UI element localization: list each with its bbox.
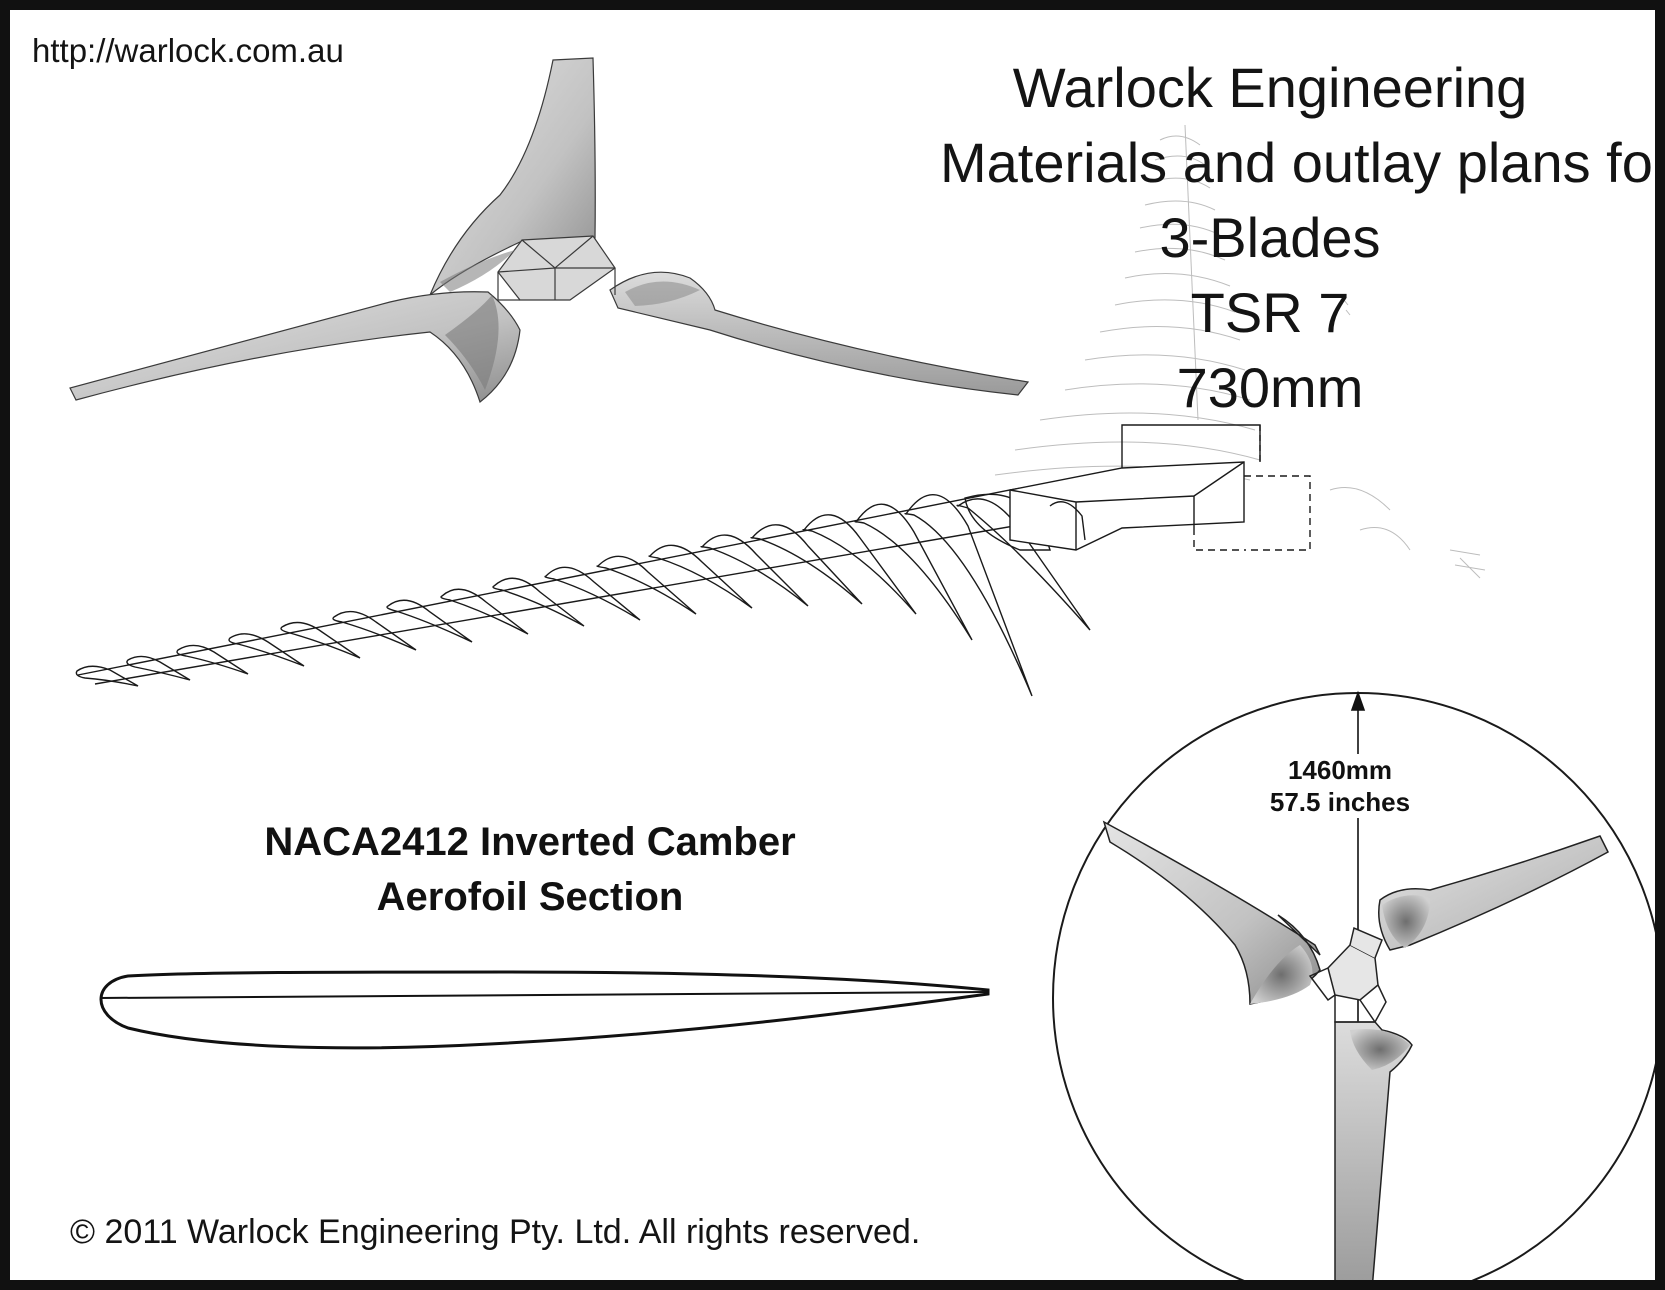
copyright-notice: © 2011 Warlock Engineering Pty. Ltd. All… (70, 1213, 921, 1251)
rotor-front-view (1052, 690, 1655, 1280)
rotor-blade-left (69, 291, 521, 403)
rotor-3d-render (69, 57, 1030, 403)
blade-section-18 (956, 498, 1091, 631)
blade-section-16 (854, 503, 973, 641)
title-line-subject: Materials and outlay plans for (940, 131, 1665, 194)
aerofoil-caption: NACA2412 Inverted Camber Aerofoil Sectio… (160, 815, 900, 925)
website-url[interactable]: http://warlock.com.au (32, 32, 344, 69)
aerofoil-caption-line1: NACA2412 Inverted Camber (264, 820, 796, 864)
blade-trailing-edge-line (94, 519, 1076, 685)
title-line-blades: 3-Blades (1159, 206, 1381, 269)
aerofoil-outline (99, 970, 990, 1050)
blade-section-2 (126, 655, 191, 681)
sketch-background (994, 124, 1486, 579)
title-line-length: 730mm (1176, 356, 1364, 419)
naca-aerofoil-profile (99, 970, 990, 1050)
blade-section-4 (228, 633, 305, 667)
title-line-tsr: TSR 7 (1190, 281, 1350, 344)
blade-section-15 (802, 514, 917, 615)
title-block: Warlock Engineering Materials and outlay… (940, 50, 1665, 425)
blade-root-block (1009, 424, 1311, 551)
diameter-mm: 1460mm (1240, 754, 1440, 786)
diameter-inches: 57.5 inches (1240, 786, 1440, 818)
blade-section-12 (648, 544, 753, 609)
aerofoil-caption-line2: Aerofoil Section (376, 875, 684, 919)
blade-section-14 (750, 524, 863, 605)
aerofoil-chord-line (99, 991, 989, 999)
blade-section-6 (332, 610, 417, 651)
blade-section-8 (440, 588, 529, 635)
blade-section-17 (904, 494, 1033, 697)
front-blade-bottom (1334, 1021, 1413, 1280)
front-blade-right (1378, 835, 1609, 951)
blade-section-11 (596, 555, 697, 615)
blade-section-1 (75, 665, 139, 687)
blade-section-19 (964, 493, 1051, 551)
diameter-label: 1460mm 57.5 inches (1240, 754, 1440, 818)
blade-section-3 (176, 644, 249, 675)
title-line-company: Warlock Engineering (1012, 56, 1528, 119)
blade-section-13 (700, 534, 809, 607)
blade-section-7 (386, 599, 473, 643)
blade-leading-edge-line (77, 479, 1071, 676)
drawing-graphics (69, 57, 1655, 1280)
blade-section-9 (492, 577, 585, 627)
blade-section-10 (544, 566, 641, 621)
rotor-blade-right (609, 271, 1030, 396)
blade-sections-wireframe (75, 424, 1311, 697)
blade-section-5 (280, 621, 361, 659)
